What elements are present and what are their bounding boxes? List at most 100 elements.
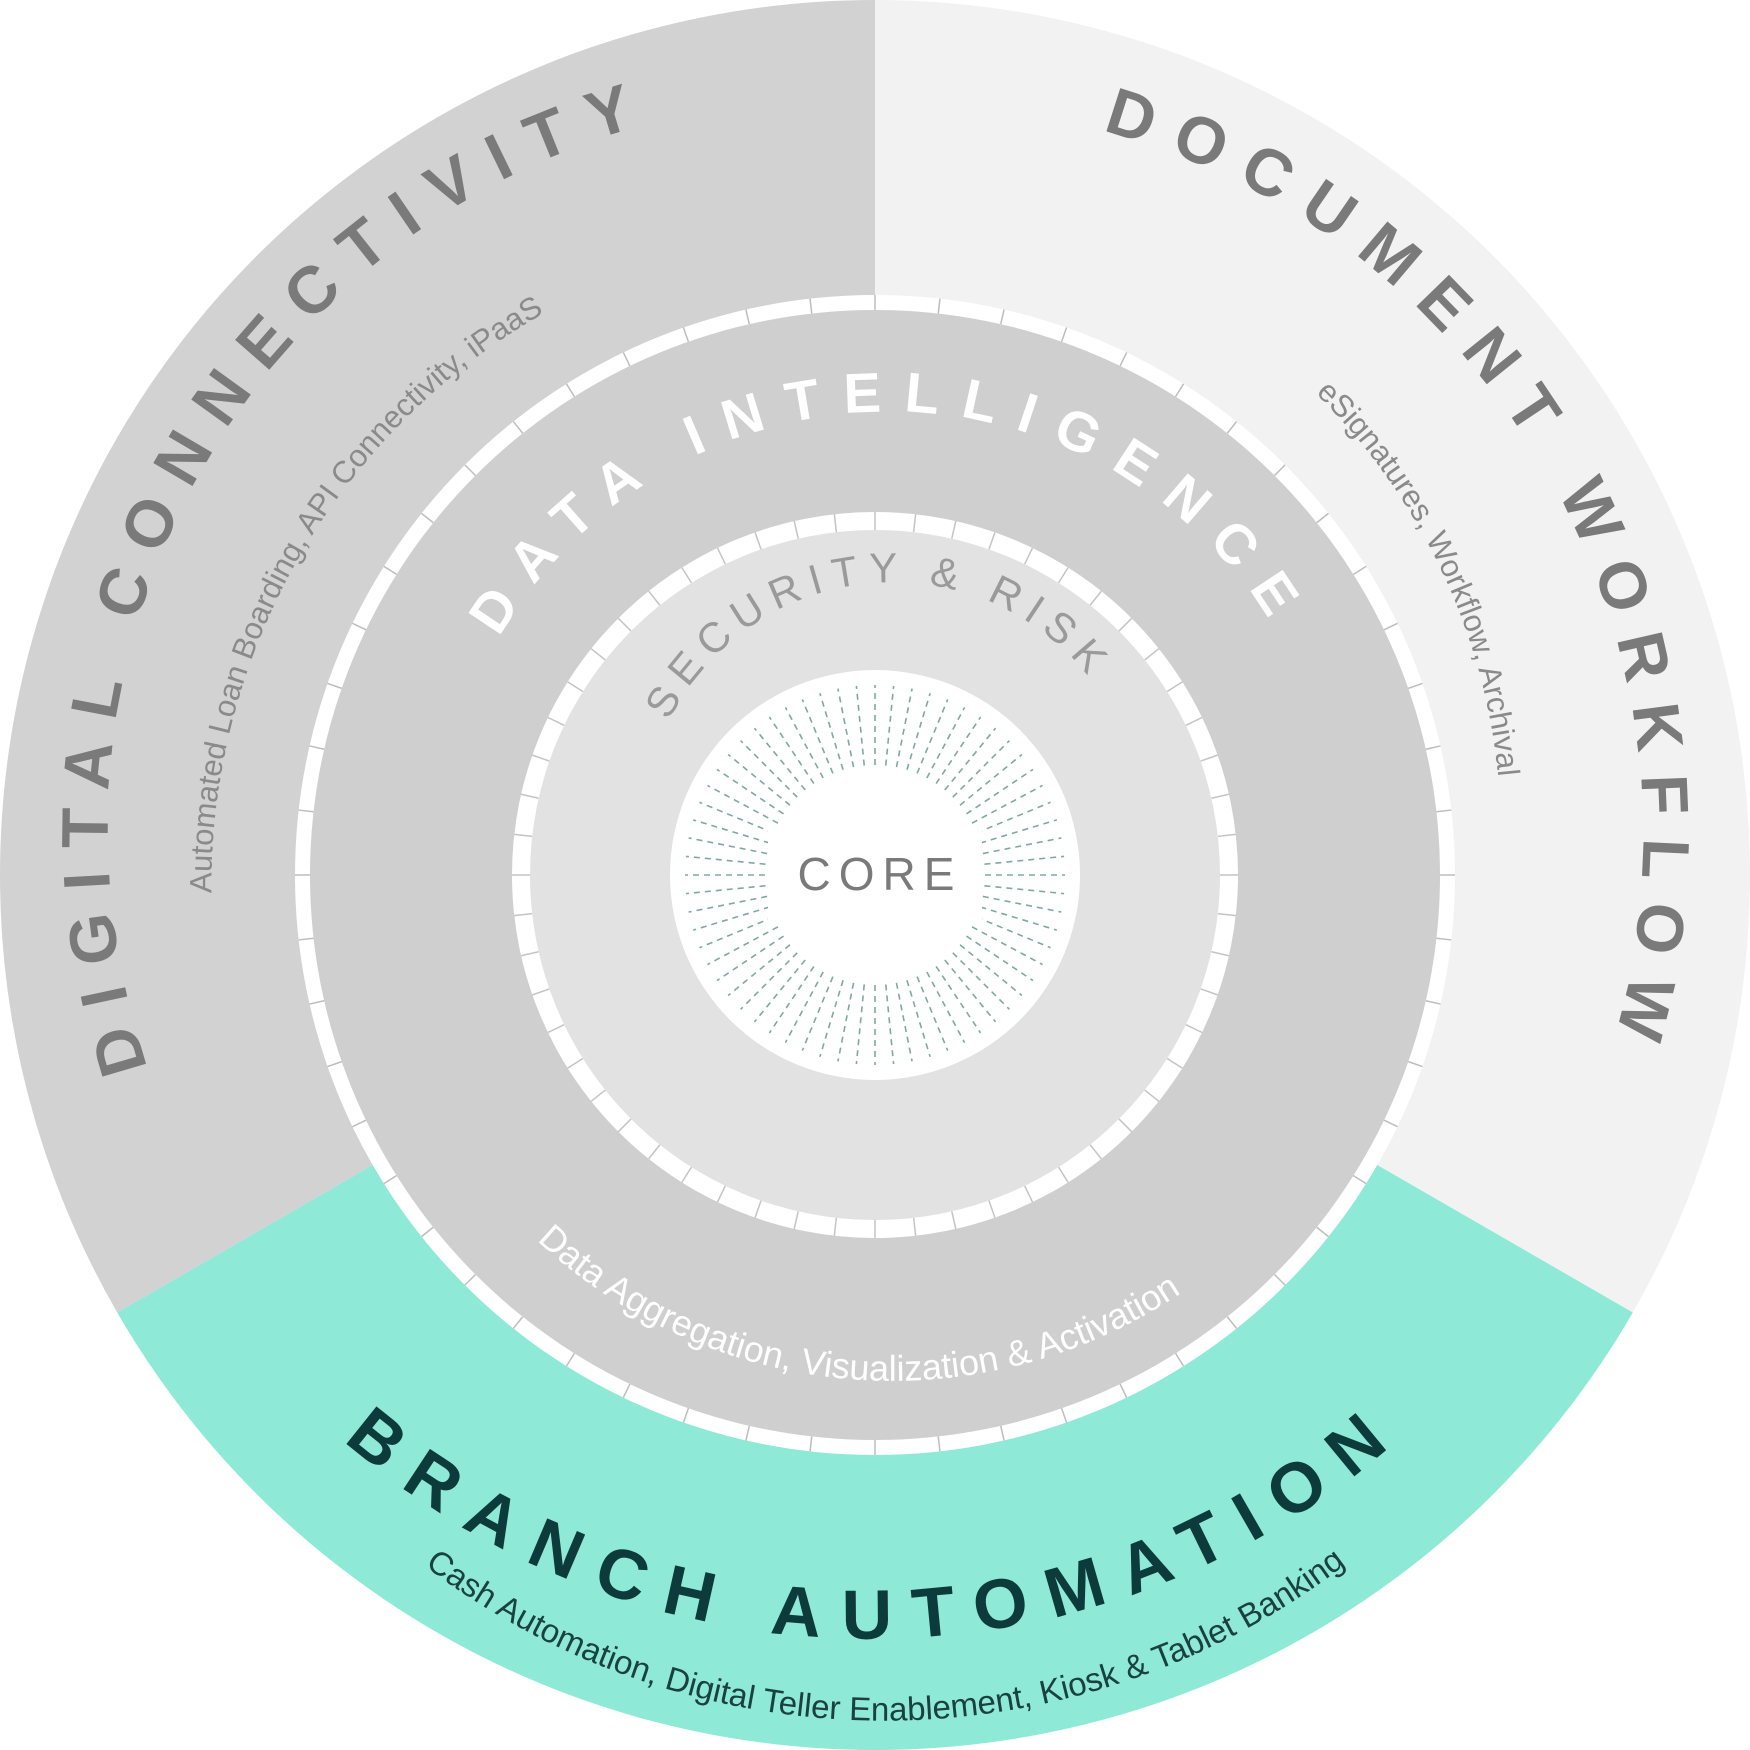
core-ray <box>976 801 1051 834</box>
security-tick <box>1024 547 1034 565</box>
security-tick <box>1089 1144 1102 1160</box>
core-ray <box>801 976 834 1051</box>
core-ray <box>916 699 949 774</box>
core-ray <box>926 971 966 1043</box>
security-tick <box>793 1211 799 1230</box>
data-intelligence-tick <box>999 309 1005 325</box>
core-ray <box>976 916 1051 949</box>
data-intelligence-tick <box>298 937 314 941</box>
core-ray <box>707 784 779 824</box>
data-intelligence-tick <box>809 298 813 314</box>
core-ray <box>855 685 866 766</box>
core-ray <box>944 959 997 1023</box>
security-tick <box>833 1217 838 1236</box>
data-intelligence-tick <box>327 682 342 690</box>
core-ray <box>982 837 1062 855</box>
security-tick <box>590 648 606 661</box>
security-tick <box>590 1089 606 1102</box>
core-ray <box>952 952 1010 1010</box>
security-tick <box>514 912 533 917</box>
data-intelligence-tick <box>512 1316 524 1329</box>
core-ray <box>768 716 815 784</box>
core-ray <box>699 801 774 834</box>
core-ray <box>959 753 1023 806</box>
data-intelligence-tick <box>999 1425 1005 1441</box>
core-ray <box>984 855 1065 866</box>
core-ray <box>707 926 779 966</box>
core-ray <box>685 884 766 895</box>
core-ray <box>727 753 791 806</box>
core-ray <box>966 768 1034 815</box>
security-tick <box>617 1118 632 1133</box>
core-ray <box>980 906 1058 931</box>
data-intelligence-tick <box>1436 937 1452 941</box>
data-intelligence-tick <box>352 622 367 631</box>
security-tick <box>716 1185 726 1203</box>
data-intelligence-tick <box>1353 565 1367 576</box>
core-ray <box>926 707 966 779</box>
data-intelligence-tick <box>1383 1119 1398 1128</box>
core-ray <box>984 884 1065 895</box>
security-tick <box>648 1144 661 1160</box>
core-ray <box>884 685 895 766</box>
core-ray <box>699 916 774 949</box>
data-intelligence-tick <box>464 464 477 477</box>
security-tick <box>1118 617 1133 632</box>
security-tick <box>648 590 661 606</box>
data-intelligence-tick <box>352 1119 367 1128</box>
data-intelligence-tick <box>421 1226 434 1238</box>
security-tick <box>1144 648 1160 661</box>
security-tick <box>567 1057 584 1069</box>
security-tick <box>988 532 996 550</box>
core-ray <box>971 784 1043 824</box>
core-ray <box>935 716 982 784</box>
security-tick <box>617 617 632 632</box>
data-intelligence-tick <box>309 999 325 1005</box>
data-intelligence-tick <box>1174 1353 1185 1367</box>
data-intelligence-tick <box>622 1383 631 1398</box>
security-tick <box>1200 754 1218 762</box>
data-intelligence-tick <box>1226 421 1238 434</box>
core-ray <box>906 980 931 1058</box>
data-intelligence-tick <box>622 352 631 367</box>
core-ray <box>971 926 1043 966</box>
data-intelligence-tick <box>1119 352 1128 367</box>
data-intelligence-tick <box>1119 1383 1128 1398</box>
security-tick <box>567 681 584 693</box>
data-intelligence-tick <box>421 512 434 524</box>
security-tick <box>1166 681 1183 693</box>
core-ray <box>753 727 806 791</box>
security-tick <box>1057 567 1069 584</box>
core-ray <box>753 959 806 1023</box>
data-intelligence-tick <box>682 1408 690 1423</box>
core-rays <box>685 685 1065 1065</box>
data-intelligence-tick <box>512 421 524 434</box>
core-ray <box>952 740 1010 798</box>
security-tick <box>1024 1185 1034 1203</box>
core-ray <box>688 837 768 855</box>
security-tick <box>547 1024 565 1034</box>
security-tick <box>951 1211 957 1230</box>
core-ray <box>819 980 844 1058</box>
data-intelligence-tick <box>327 1060 342 1068</box>
security-tick <box>1185 1024 1203 1034</box>
security-tick <box>1089 590 1102 606</box>
core-ray <box>906 692 931 770</box>
data-intelligence-tick <box>464 1273 477 1286</box>
security-tick-ring <box>512 512 1238 1238</box>
data-intelligence-tick <box>1273 1273 1286 1286</box>
security-tick <box>1057 1166 1069 1183</box>
security-tick <box>912 514 917 533</box>
security-tick <box>1166 1057 1183 1069</box>
core-ray <box>959 944 1023 997</box>
data-intelligence-tick <box>1425 745 1441 751</box>
data-intelligence-tick <box>682 327 690 342</box>
core-ray <box>740 952 798 1010</box>
core-ray <box>685 855 766 866</box>
security-tick <box>912 1217 917 1236</box>
security-tick <box>1200 988 1218 996</box>
security-tick <box>1217 833 1236 838</box>
core-ray <box>916 976 949 1051</box>
core-label-backdrop <box>768 830 982 920</box>
